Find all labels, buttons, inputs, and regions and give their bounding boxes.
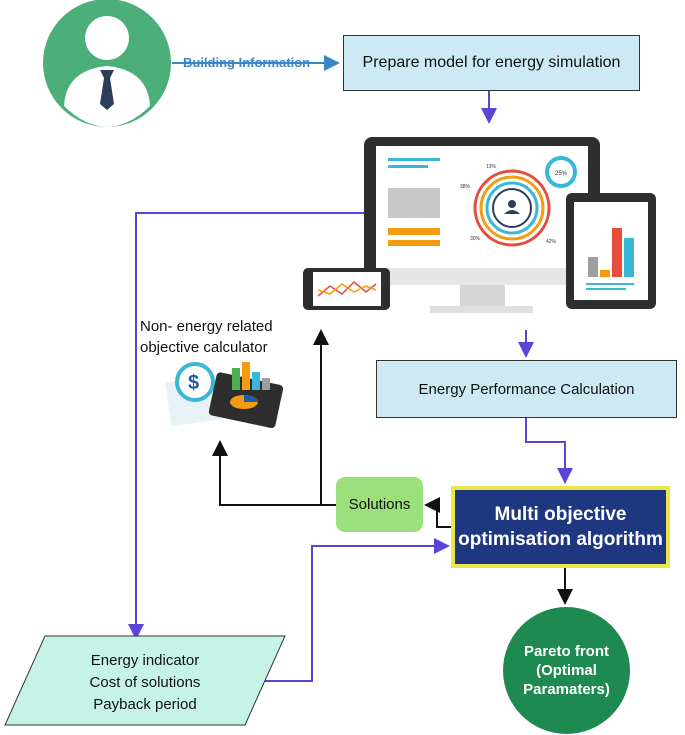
energy-performance-label: Energy Performance Calculation xyxy=(418,380,635,398)
prepare-model-label: Prepare model for energy simulation xyxy=(362,54,621,71)
moo-to-solutions-arrow xyxy=(424,497,451,528)
svg-text:$: $ xyxy=(188,372,199,394)
moo-line1: Multi objective xyxy=(494,504,627,525)
output-to-moo-arrow xyxy=(247,538,450,682)
payback-period-label: Payback period xyxy=(93,696,197,713)
energy-indicator-label: Energy indicator xyxy=(90,652,200,669)
output-parallelogram xyxy=(4,635,286,726)
non-energy-calculator-label: Non- energy related objective calculator xyxy=(140,316,310,358)
output-text: Energy indicator Cost of solutions Payba… xyxy=(40,650,250,716)
pct-left-label: 38% xyxy=(460,184,471,190)
pareto-line2: (Optimal xyxy=(536,662,597,679)
solutions-box: Solutions xyxy=(336,477,423,532)
energy-to-moo-arrow xyxy=(525,418,573,484)
tablet-icon xyxy=(566,193,656,309)
monitor-to-output-arrow xyxy=(128,212,364,640)
solutions-label: Solutions xyxy=(348,496,411,513)
user-avatar-icon xyxy=(43,0,171,127)
energy-performance-box: Energy Performance Calculation xyxy=(376,360,677,418)
pareto-line3: Paramaters) xyxy=(523,681,610,698)
building-info-label: Building Information xyxy=(183,55,311,70)
monitor-icon: 13% 38% 30% 42% 25% xyxy=(364,137,600,313)
solutions-to-calculator-arrow xyxy=(212,440,336,506)
pct-right-label: 42% xyxy=(546,239,557,245)
phone-icon xyxy=(303,268,390,310)
moo-algorithm-box: Multi objective optimisation algorithm xyxy=(451,486,670,568)
cost-of-solutions-label: Cost of solutions xyxy=(89,674,201,691)
moo-line2: optimisation algorithm xyxy=(458,529,663,550)
pct-top-label: 13% xyxy=(486,164,497,170)
non-energy-line1: Non- energy related xyxy=(140,318,273,335)
gauge-label: 25% xyxy=(555,171,568,177)
non-energy-line2: objective calculator xyxy=(140,339,268,356)
calculator-icon: $ xyxy=(165,362,284,429)
pareto-line1: Pareto front xyxy=(523,643,609,660)
prepare-model-box: Prepare model for energy simulation xyxy=(343,35,640,91)
pct-bottom-label: 30% xyxy=(470,236,481,242)
pareto-front-circle: Pareto front (Optimal Paramaters) xyxy=(503,607,630,734)
